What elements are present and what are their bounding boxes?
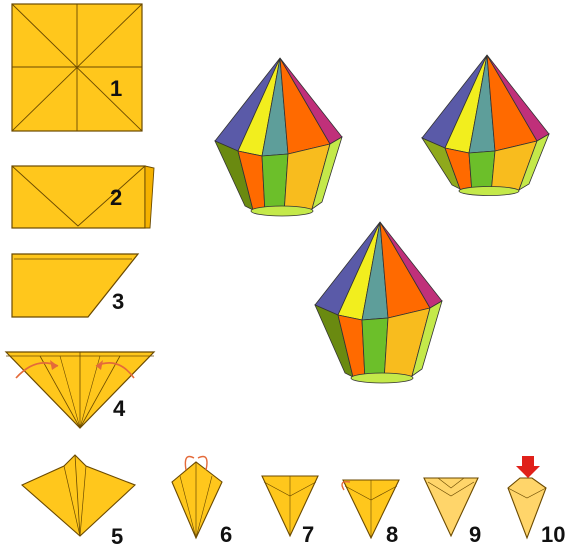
step-10: 10 — [507, 456, 565, 547]
step-5: 5 — [20, 454, 137, 547]
step-8: 8 — [341, 479, 400, 547]
step-label: 4 — [113, 396, 126, 421]
step-label: 9 — [469, 522, 481, 547]
step-label: 8 — [386, 522, 398, 547]
lantern-top-right — [420, 54, 550, 196]
fold-arrow-icon — [341, 480, 351, 491]
step-label: 2 — [110, 185, 122, 210]
step-1: 1 — [11, 3, 143, 132]
step-6: 6 — [171, 455, 232, 547]
push-arrow-icon — [516, 456, 540, 478]
fold-arrow-icon — [197, 455, 208, 471]
fold-arrow-icon — [184, 455, 195, 471]
lantern-top-left — [214, 57, 343, 217]
step-2: 2 — [11, 165, 155, 229]
step-label: 5 — [111, 524, 123, 547]
step-label: 3 — [112, 289, 124, 314]
step-4: 4 — [4, 351, 156, 429]
lantern-center — [314, 221, 443, 384]
step-label: 6 — [220, 522, 232, 547]
step-label: 7 — [302, 522, 314, 547]
step-label: 1 — [110, 76, 122, 101]
step-7: 7 — [261, 475, 319, 547]
step-3: 3 — [11, 253, 140, 318]
step-label: 10 — [541, 522, 565, 547]
step-9: 9 — [423, 477, 481, 547]
